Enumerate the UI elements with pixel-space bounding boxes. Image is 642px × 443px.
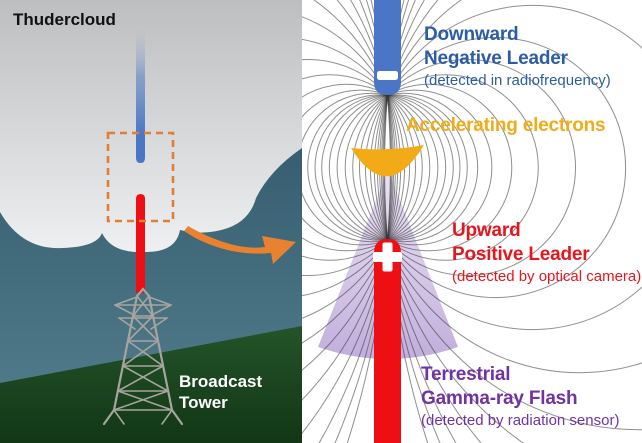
minus-icon (377, 71, 398, 80)
broadcast-tower (102, 287, 184, 426)
cloud-negative-leader (136, 30, 145, 163)
left-panel (0, 0, 302, 443)
thundercloud (0, 0, 302, 253)
thundercloud-label: Thudercloud (13, 10, 116, 29)
positive-leader-line1: Upward (452, 220, 521, 241)
positive-leader-line2: Positive Leader (452, 244, 590, 265)
negative-leader-line2: Negative Leader (424, 48, 568, 69)
broadcast-tower-label-line2: Tower (179, 393, 228, 412)
positive-leader-note: (detected by optical camera) (452, 268, 642, 285)
broadcast-tower-label-line1: Broadcast (179, 372, 263, 391)
tower-positive-leader (136, 194, 145, 293)
gamma-ray-flash-label: Terrestrial Gamma-ray Flash (detected by… (421, 363, 619, 430)
negative-leader-label: Downward Negative Leader (detected in ra… (424, 23, 611, 90)
accelerating-electrons-crescent (351, 145, 424, 177)
positive-leader-label: Upward Positive Leader (detected by opti… (452, 219, 641, 286)
accelerating-electrons-label: Accelerating electrons (406, 115, 606, 136)
broadcast-tower-label: Broadcast Tower (179, 371, 262, 413)
gamma-ray-flash-line2: Gamma-ray Flash (421, 388, 578, 409)
negative-leader-note: (detected in radiofrequency) (424, 72, 611, 89)
arrow-icon (184, 226, 296, 264)
gamma-ray-flash-line1: Terrestrial (421, 364, 511, 385)
zoom-region-box (106, 131, 175, 223)
positive-leader-rod (374, 239, 401, 443)
negative-leader-rod (374, 0, 401, 95)
plus-icon (373, 242, 402, 272)
ground-hill (0, 326, 302, 443)
gamma-ray-flash-note: (detected by radiation sensor) (421, 412, 620, 429)
negative-leader-line1: Downward (424, 24, 519, 45)
